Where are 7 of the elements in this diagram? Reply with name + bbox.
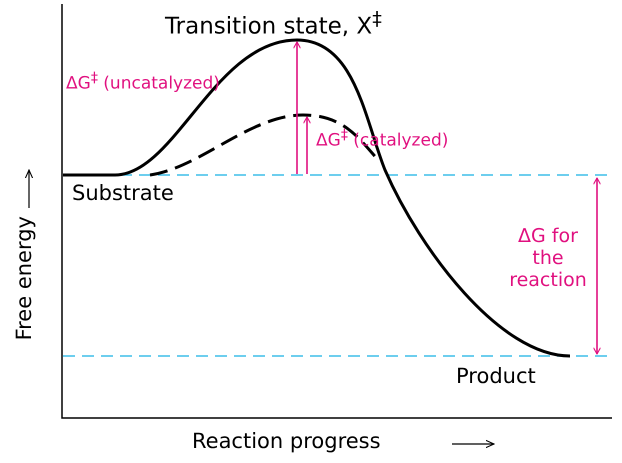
peak-label: Transition state, X$^{‡}$ [165,8,382,40]
annotation-label: ΔG for the reaction [508,226,588,292]
level-label: Substrate [72,181,174,206]
axis-label: Reaction progress [192,429,381,454]
axis-label: Free energy [12,216,36,340]
annotation-label: ΔG$^{‡}$ (uncatalyzed) [66,70,220,94]
level-label: Product [456,364,536,388]
